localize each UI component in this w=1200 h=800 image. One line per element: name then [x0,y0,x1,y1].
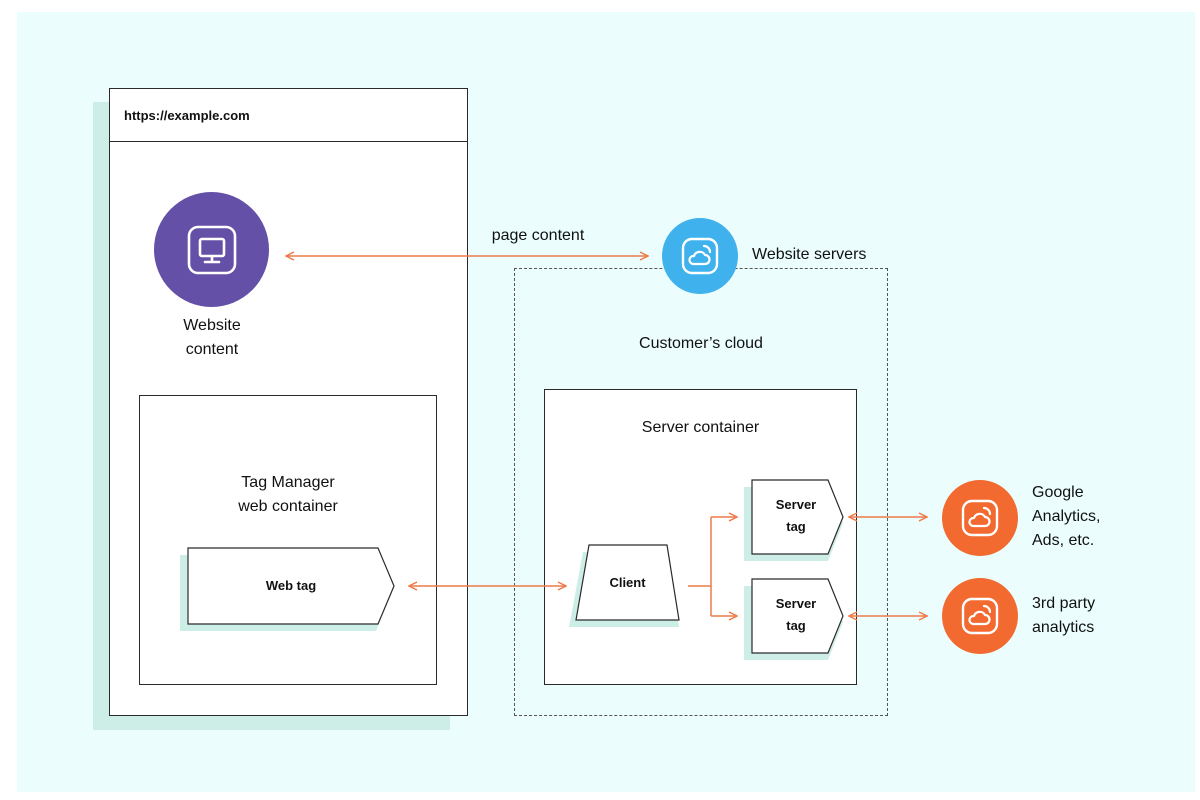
third-party-analytics-label-line2: analytics [1032,619,1095,636]
website-servers-label: Website servers [752,246,867,263]
server-tag-1-label: Server tag [752,494,840,538]
customers-cloud-label: Customer’s cloud [639,335,763,352]
server-tag-2-shape[interactable] [751,578,844,654]
google-analytics-label-line2: Analytics, [1032,508,1101,525]
tag-manager-title: Tag Manager web container [139,471,437,519]
browser-address-bar: https://example.com [110,89,467,142]
server-tag-1-shape[interactable] [751,479,844,555]
client-branch-line [688,517,712,616]
client-shape[interactable] [575,544,680,621]
tag-manager-title-line2: web container [238,498,338,515]
google-analytics-node [942,480,1018,556]
web-tag-label: Web tag [265,578,317,593]
website-content-label-line2: content [185,341,239,358]
google-analytics-label-line3: Ads, etc. [1032,532,1095,549]
third-party-analytics-label-line1: 3rd party [1032,595,1096,612]
server-tag-1-label-line2: tag [786,519,806,534]
website-content-label-line1: Website [183,317,241,334]
server-tag-2-label-line2: tag [786,618,806,633]
tag-manager-title-line1: Tag Manager [241,474,335,491]
third-party-analytics-node [942,578,1018,654]
page-content-label: page content [491,227,585,244]
client-label: Client [609,575,646,590]
cloud-icon [961,499,999,537]
website-content-node [154,192,269,307]
website-servers-node [662,218,738,294]
third-party-analytics-label: 3rd party analytics [1032,592,1152,640]
tag-manager-container [139,395,437,685]
server-tag-2-label-line1: Server [775,596,817,611]
cloud-icon [961,597,999,635]
server-tag-1-label-line1: Server [775,497,817,512]
server-tag-2-label: Server tag [752,593,840,637]
browser-url: https://example.com [124,107,250,123]
google-analytics-label-line1: Google [1032,484,1084,501]
server-container-title: Server container [641,419,760,436]
web-tag-shape[interactable] [187,547,395,625]
google-analytics-label: Google Analytics, Ads, etc. [1032,481,1152,553]
monitor-icon [187,225,236,274]
cloud-icon [681,237,719,275]
website-content-label: Website content [150,314,274,362]
